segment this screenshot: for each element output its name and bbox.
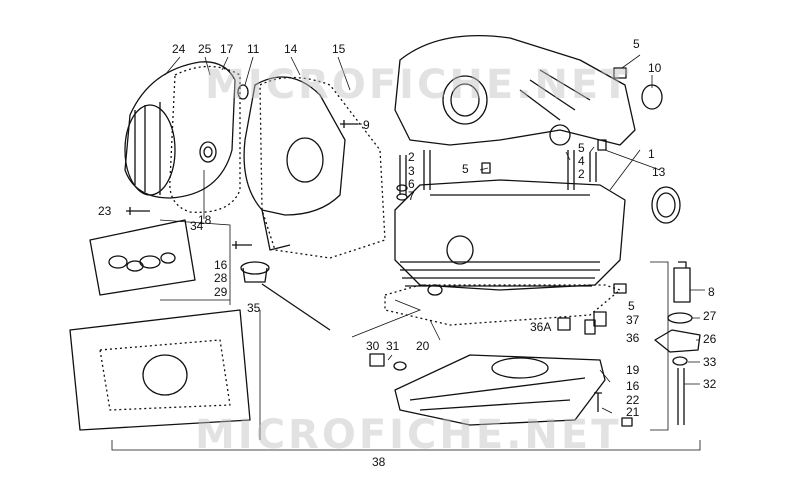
callout-15: 15 bbox=[332, 42, 346, 56]
callout-17: 17 bbox=[220, 42, 234, 56]
callout-4: 4 bbox=[578, 154, 585, 168]
part-washer-33 bbox=[672, 356, 688, 366]
callout-9: 9 bbox=[363, 118, 370, 132]
part-dowel-5b bbox=[597, 139, 607, 151]
callout-1: 1 bbox=[648, 147, 655, 161]
callout-19: 19 bbox=[626, 363, 640, 377]
callout-3: 3 bbox=[408, 164, 415, 178]
part-oil-sump-19 bbox=[394, 354, 606, 426]
part-plug-21 bbox=[621, 417, 633, 427]
callout-25: 25 bbox=[198, 42, 212, 56]
callout-13: 13 bbox=[652, 165, 666, 179]
part-studs-2-7 bbox=[396, 150, 597, 201]
callout-37: 37 bbox=[626, 313, 640, 327]
callout-24: 24 bbox=[172, 42, 186, 56]
callout-5-right: 5 bbox=[578, 141, 585, 155]
part-dowel-5c bbox=[613, 283, 627, 294]
callout-20: 20 bbox=[416, 339, 430, 353]
callout-18: 18 bbox=[198, 213, 212, 227]
callout-36a: 36A bbox=[530, 320, 552, 334]
callout-34: 34 bbox=[190, 219, 204, 233]
part-dowel-5a bbox=[481, 162, 491, 174]
part-seal-10 bbox=[641, 84, 663, 110]
part-gasket-25 bbox=[169, 65, 241, 213]
part-nut-11 bbox=[237, 84, 249, 100]
part-crankcase-upper-1 bbox=[394, 35, 636, 146]
callout-23: 23 bbox=[98, 204, 112, 218]
callout-5-top: 5 bbox=[633, 37, 640, 51]
callout-26: 26 bbox=[703, 332, 717, 346]
part-oring-kit-34 bbox=[89, 219, 196, 296]
callout-30: 30 bbox=[366, 339, 380, 353]
part-gasket-15 bbox=[259, 76, 386, 259]
callout-14: 14 bbox=[284, 42, 298, 56]
part-sleeve-37 bbox=[593, 311, 607, 327]
part-oring-27 bbox=[667, 312, 693, 324]
callout-5-mid: 5 bbox=[462, 162, 469, 176]
callout-16-right: 16 bbox=[626, 379, 640, 393]
part-crankcase-lower bbox=[394, 179, 626, 296]
callout-33: 33 bbox=[703, 355, 717, 369]
callout-7: 7 bbox=[408, 189, 415, 203]
part-dipstick-29 bbox=[261, 283, 331, 331]
callout-38: 38 bbox=[372, 455, 386, 469]
part-bolt-23 bbox=[126, 207, 150, 215]
part-dowel-5top bbox=[613, 67, 627, 79]
part-oil-cap-28 bbox=[240, 261, 270, 283]
part-gasket-20 bbox=[384, 284, 621, 326]
part-drain-plug-30-31 bbox=[369, 353, 407, 371]
part-bolt-16b bbox=[594, 392, 602, 412]
part-sleeve-36 bbox=[584, 319, 596, 335]
callout-5-lower: 5 bbox=[628, 299, 635, 313]
part-pump-26 bbox=[654, 329, 701, 353]
callout-16-left: 16 bbox=[214, 258, 228, 272]
callout-21: 21 bbox=[626, 405, 640, 419]
callout-10: 10 bbox=[648, 61, 662, 75]
part-seal-13 bbox=[651, 186, 681, 224]
callout-36: 36 bbox=[626, 331, 640, 345]
part-pickup-32 bbox=[677, 368, 685, 425]
part-gasket-kit-35 bbox=[69, 309, 251, 431]
callout-29: 29 bbox=[214, 285, 228, 299]
callout-27: 27 bbox=[703, 309, 717, 323]
part-seal-18 bbox=[199, 141, 217, 163]
part-sleeve-36a bbox=[557, 317, 571, 331]
part-timing-cover-14 bbox=[243, 76, 346, 251]
callout-2-right: 2 bbox=[578, 167, 585, 181]
callout-2-left: 2 bbox=[408, 150, 415, 164]
callout-32: 32 bbox=[703, 377, 717, 391]
part-bolt-16a bbox=[232, 241, 252, 249]
watermark-bottom: MICROFICHE.NET bbox=[195, 412, 622, 458]
callout-8: 8 bbox=[708, 285, 715, 299]
callout-31: 31 bbox=[386, 339, 400, 353]
part-filter-8 bbox=[673, 261, 691, 303]
callout-22: 22 bbox=[626, 393, 640, 407]
watermark-top: MICROFICHE.NET bbox=[205, 62, 632, 108]
callout-11: 11 bbox=[247, 42, 260, 56]
callout-6: 6 bbox=[408, 177, 415, 191]
leader-lines bbox=[111, 54, 705, 451]
callout-35: 35 bbox=[247, 301, 261, 315]
part-cover-24 bbox=[124, 61, 236, 199]
callout-28: 28 bbox=[214, 271, 228, 285]
